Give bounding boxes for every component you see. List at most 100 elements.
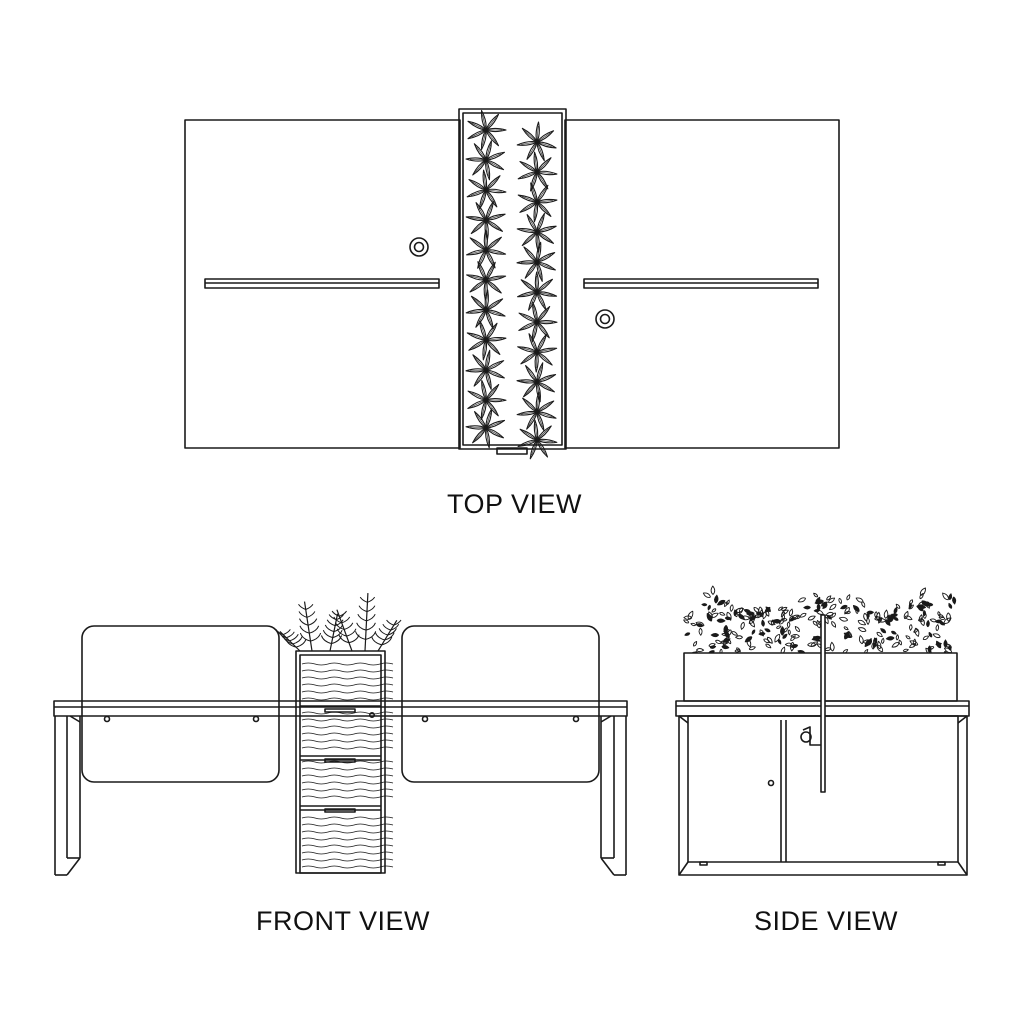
leaf: [485, 129, 500, 147]
leaf-vein: [471, 399, 487, 408]
leaf-vein: [481, 399, 487, 416]
front-screen-left: [81, 625, 280, 783]
hedge-leaf: [812, 620, 818, 626]
leaf-vein: [475, 159, 487, 173]
leaf-vein: [536, 171, 553, 174]
grain-line: [301, 711, 394, 715]
leaf-vein: [485, 279, 499, 291]
leaf: [485, 127, 507, 133]
leaf-cluster: [516, 212, 557, 253]
hedge-leaf: [807, 642, 817, 647]
side-view-caption: SIDE VIEW: [754, 906, 899, 936]
hedge-leaf: [698, 627, 703, 636]
hedge-leaf: [813, 592, 819, 598]
leaf-vein: [479, 249, 487, 265]
front-plants: [275, 593, 402, 652]
leaf-cluster: [465, 349, 505, 390]
leaf-vein: [485, 189, 502, 192]
plant-leaf: [306, 611, 316, 618]
hedge-leaf: [902, 648, 909, 653]
leaf-vein: [536, 171, 546, 186]
leaf: [467, 120, 487, 131]
leaf-vein: [526, 249, 538, 263]
hedge-leaf: [831, 612, 836, 618]
hedge-leaf: [788, 608, 794, 617]
hedge-leaf: [707, 604, 711, 611]
leaf-cluster: [465, 408, 506, 449]
leaf: [466, 189, 487, 198]
leaf: [535, 121, 540, 143]
leaf: [536, 351, 553, 366]
plant-leaf: [282, 629, 291, 636]
plant-leaf: [334, 619, 344, 627]
leaf-vein: [485, 399, 497, 413]
hedge-leaf: [807, 615, 816, 621]
leaf-cluster: [466, 320, 507, 361]
hedge-leaf: [912, 638, 917, 646]
leaf-vein: [485, 265, 494, 281]
hedge-leaf: [784, 642, 793, 647]
leaf-vein: [470, 217, 487, 221]
leaf-vein: [485, 219, 500, 230]
plant-leaf: [365, 631, 377, 640]
leaf: [465, 216, 487, 222]
hedge-leaf: [794, 625, 800, 633]
grain-line: [301, 669, 394, 673]
hedge-leaf: [778, 606, 783, 611]
hedge-leaf: [935, 624, 940, 632]
plant-leaf: [356, 622, 367, 631]
leaf: [536, 231, 555, 244]
plant-leaf: [358, 605, 368, 613]
plant-leaf: [299, 625, 310, 634]
hedge-leaf: [905, 635, 911, 640]
leaf: [473, 369, 487, 387]
leaf-vein: [482, 114, 487, 131]
hedge-leaf: [923, 601, 930, 605]
hedge-leaf: [866, 612, 870, 619]
hedge-leaf: [731, 631, 738, 636]
plant-leaf: [298, 603, 306, 610]
leaf: [485, 408, 493, 429]
leaf: [536, 438, 558, 444]
hedge-leaf: [696, 648, 705, 653]
hedge-leaf: [693, 641, 698, 647]
leaf: [485, 427, 504, 439]
leaf-vein: [480, 324, 487, 341]
plant-leaf: [382, 623, 391, 631]
leaf: [530, 182, 538, 203]
hedge-leaf: [943, 617, 952, 624]
hedge-leaf: [683, 615, 693, 620]
leaf: [525, 365, 538, 383]
hedge-leaf: [826, 595, 832, 601]
hedge-leaf: [715, 639, 722, 645]
hedge-leaf: [938, 616, 946, 621]
leaf-cluster: [467, 379, 507, 420]
leaf-vein: [473, 240, 487, 251]
leaf: [485, 369, 505, 379]
leaf-vein: [521, 347, 538, 353]
hedge-leaf: [721, 632, 728, 637]
leaf-vein: [470, 249, 487, 255]
hedge-leaf: [706, 612, 713, 622]
plant-leaf: [387, 628, 397, 636]
hedge-leaf: [772, 619, 782, 624]
leaf-vein: [536, 160, 549, 173]
hedge-leaf: [922, 611, 927, 619]
hedge-leaf: [744, 636, 753, 643]
hedge-leaf: [780, 626, 785, 636]
hedge-leaf: [797, 597, 807, 603]
hedge-leaf: [815, 596, 821, 605]
plant-leaf: [275, 629, 284, 636]
leaf: [485, 159, 505, 171]
plant-leaf: [335, 622, 345, 630]
plant-stem: [336, 609, 353, 652]
leaf: [465, 368, 487, 373]
leaf-vein: [525, 130, 538, 143]
hedge-leaf: [840, 604, 848, 610]
hedge-leaf: [828, 597, 836, 604]
leaf-vein: [536, 411, 553, 418]
leaf: [536, 381, 541, 403]
plant-leaf: [310, 632, 322, 642]
hedge-leaf: [787, 629, 791, 636]
leaf-vein: [485, 249, 502, 254]
